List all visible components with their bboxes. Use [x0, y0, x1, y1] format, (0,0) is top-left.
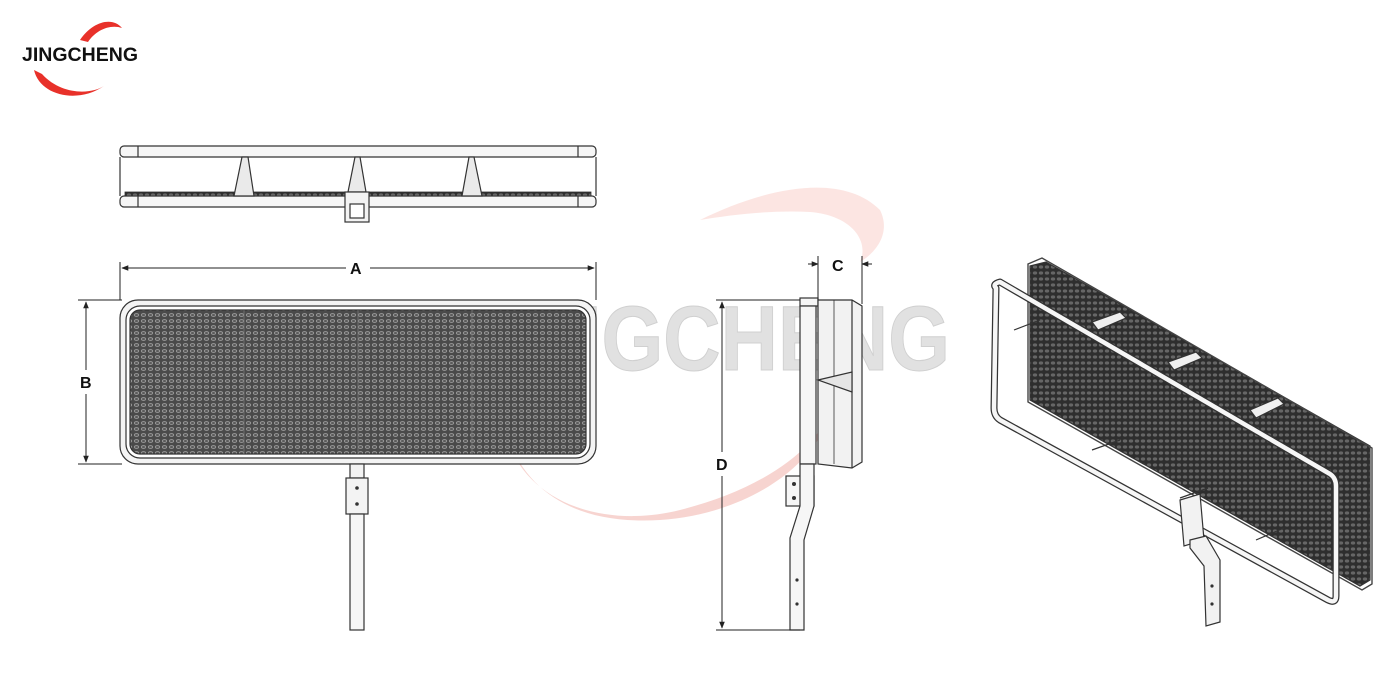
dimension-c-label: C — [832, 258, 844, 275]
side-view-frame — [799, 305, 817, 465]
top-view-gusset-mid — [347, 156, 367, 193]
top-view-gusset-right — [461, 156, 483, 197]
top-view-rail-upper — [119, 145, 597, 158]
iso-back-frame — [1027, 257, 1373, 591]
watermark-swoosh-upper — [700, 187, 884, 262]
logo-swoosh-bottom — [34, 70, 104, 96]
brand-logo: JINGCHENG — [22, 21, 138, 96]
top-view — [119, 145, 597, 223]
logo-text: JINGCHENG — [22, 45, 138, 66]
watermark-swoosh-lower — [505, 400, 835, 521]
iso-post — [1189, 535, 1221, 627]
front-view-post-collar — [349, 463, 365, 479]
side-view-offset-post — [789, 463, 815, 631]
side-view — [785, 297, 863, 631]
front-view-post-bracket — [345, 477, 369, 515]
front-view-post — [349, 513, 365, 631]
dimension-b — [78, 299, 122, 465]
dimension-d — [716, 299, 800, 631]
iso-brace-3 — [1249, 397, 1286, 419]
dimension-c — [808, 256, 872, 304]
dimension-a-label: A — [350, 261, 362, 278]
iso-brace-2 — [1167, 351, 1204, 371]
iso-mesh-panel — [1029, 261, 1371, 587]
dimension-a — [119, 262, 597, 300]
logo-swoosh-top — [80, 21, 122, 42]
top-view-gusset-left — [233, 156, 255, 197]
iso-brace-1 — [1091, 311, 1128, 331]
side-view-top-cap — [799, 297, 819, 307]
isometric-view — [990, 257, 1373, 627]
dimension-d-label: D — [716, 457, 728, 474]
dimension-b-label: B — [80, 375, 92, 392]
front-view — [119, 299, 597, 631]
